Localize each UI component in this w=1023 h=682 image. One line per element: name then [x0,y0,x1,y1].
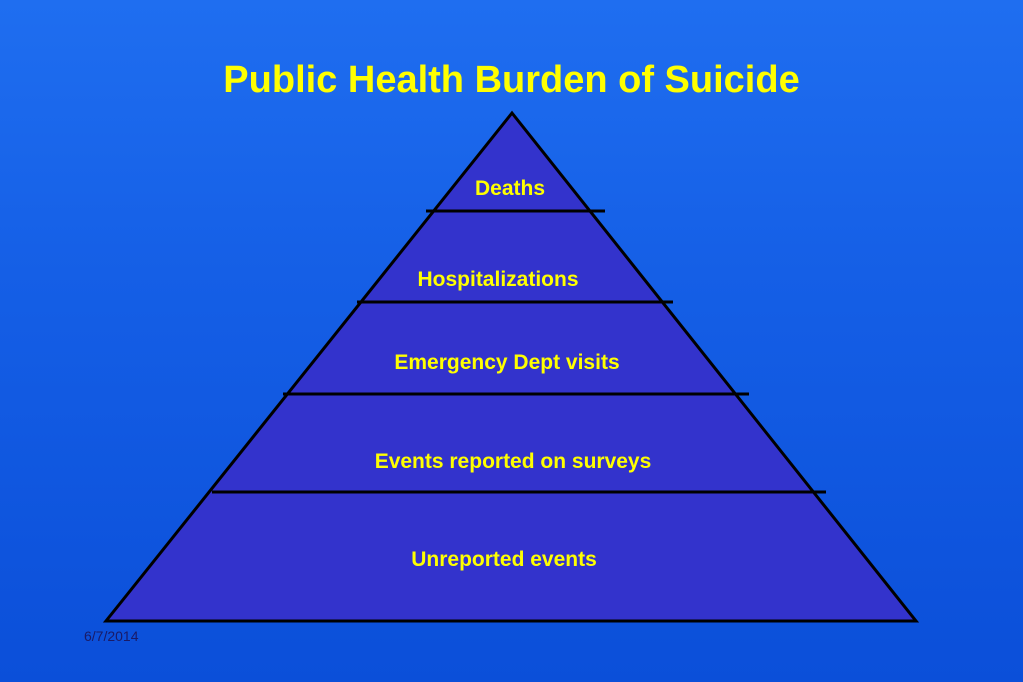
slide-title: Public Health Burden of Suicide [223,59,800,101]
tier-label-emergency-dept-visits: Emergency Dept visits [394,351,619,374]
tier-label-deaths: Deaths [475,177,545,200]
tier-label-events-reported-on-surveys: Events reported on surveys [375,450,652,473]
pyramid-shape [102,110,920,623]
slide-date: 6/7/2014 [84,628,139,644]
tier-label-unreported-events: Unreported events [411,548,597,571]
tier-label-hospitalizations: Hospitalizations [417,268,578,291]
